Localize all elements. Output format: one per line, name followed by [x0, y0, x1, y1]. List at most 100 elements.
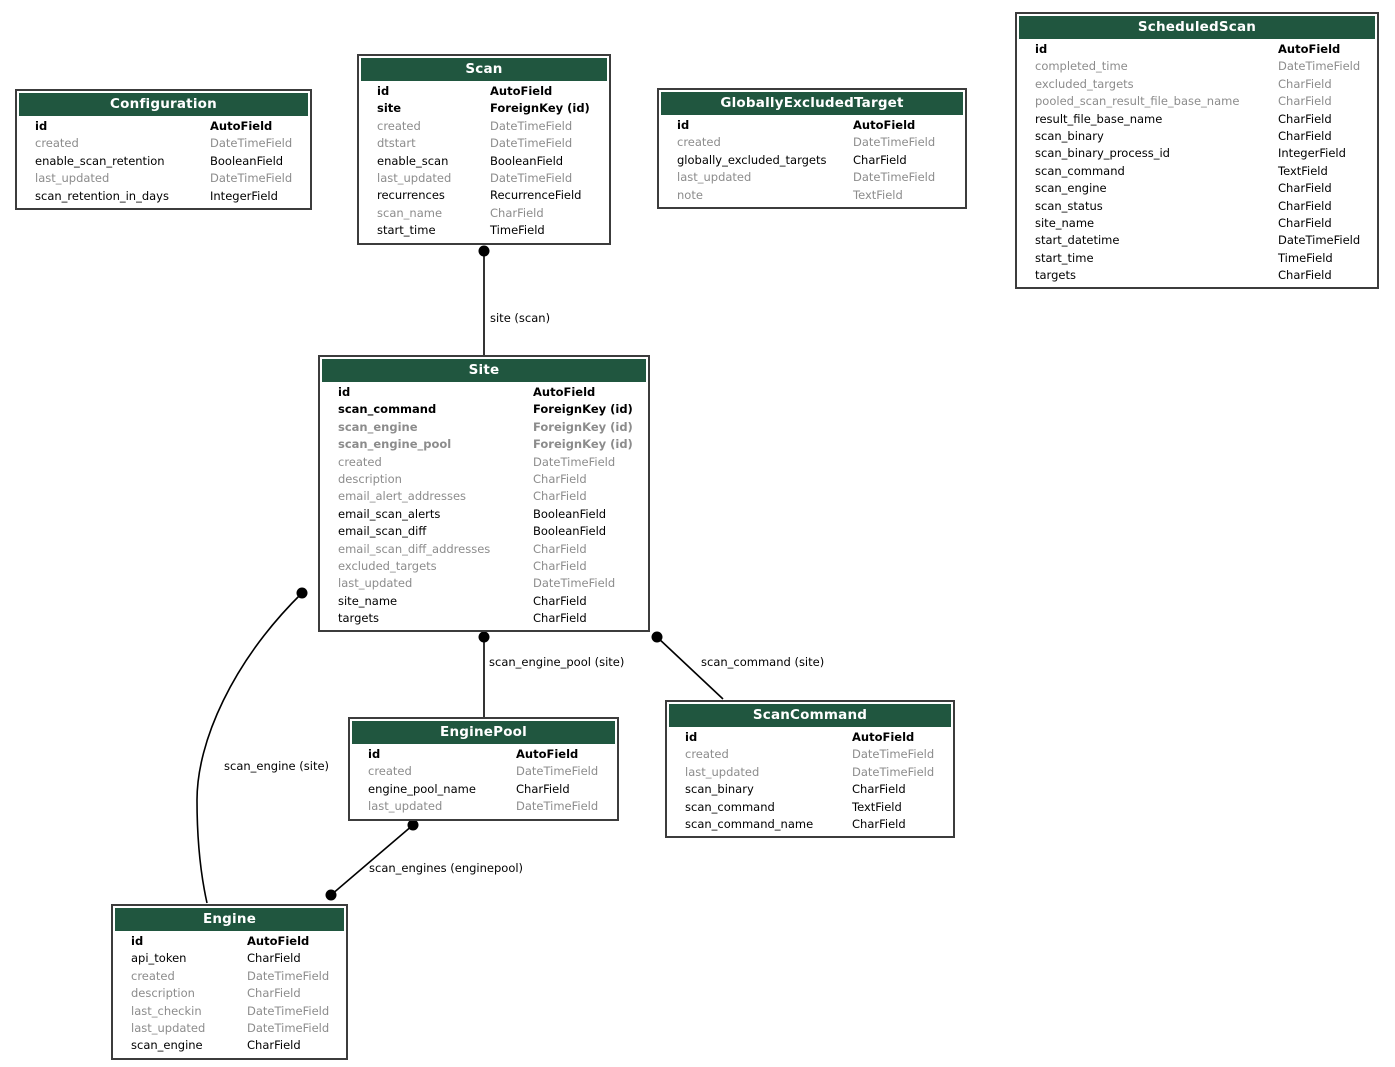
- field-row: dtstart DateTimeField: [361, 135, 607, 152]
- field-name: created: [685, 747, 729, 762]
- field-name: id: [131, 934, 144, 948]
- field-name: id: [338, 385, 351, 399]
- field-name: note: [677, 187, 703, 202]
- field-name: dtstart: [377, 136, 416, 151]
- field-name: id: [368, 747, 381, 761]
- table-title: Engine: [115, 908, 344, 931]
- field-type: AutoField: [852, 730, 915, 744]
- field-type: ForeignKey (id): [490, 101, 590, 116]
- field-name: engine_pool_name: [368, 781, 476, 796]
- field-row: scan_command ForeignKey (id): [322, 401, 646, 418]
- field-type: BooleanField: [533, 506, 607, 521]
- field-name: site_name: [338, 593, 398, 608]
- field-type: DateTimeField: [490, 136, 573, 151]
- field-type: CharField: [247, 986, 301, 1001]
- field-name: targets: [1035, 268, 1076, 283]
- field-name: excluded_targets: [338, 558, 437, 573]
- field-row: id AutoField: [352, 746, 615, 763]
- edge-label: site (scan): [490, 311, 550, 325]
- field-name: api_token: [131, 951, 187, 966]
- edge-site-scancommand: scan_command (site): [651, 631, 824, 700]
- edge-line: [330, 824, 414, 896]
- field-type: DateTimeField: [247, 968, 330, 983]
- table-title: ScanCommand: [669, 704, 951, 727]
- field-type: CharField: [490, 205, 544, 220]
- field-type: DateTimeField: [533, 576, 616, 591]
- edge-endpoint-dot: [478, 245, 490, 257]
- field-name: created: [338, 454, 382, 469]
- field-name: scan_command: [685, 799, 775, 814]
- field-name: globally_excluded_targets: [677, 152, 827, 167]
- field-name: scan_engine: [338, 419, 418, 434]
- field-name: created: [368, 764, 412, 779]
- field-name: last_updated: [368, 799, 443, 814]
- field-name: pooled_scan_result_file_base_name: [1035, 94, 1240, 109]
- field-type: CharField: [852, 782, 906, 797]
- field-type: AutoField: [1278, 42, 1341, 56]
- field-type: TimeField: [490, 223, 545, 238]
- field-name: scan_command: [1035, 163, 1125, 178]
- edge-label: scan_engine (site): [224, 759, 329, 773]
- edge-label: scan_command (site): [701, 655, 824, 669]
- field-name: created: [677, 135, 721, 150]
- field-row: created DateTimeField: [115, 968, 344, 985]
- field-name: scan_name: [377, 205, 443, 220]
- field-name: last_updated: [677, 170, 752, 185]
- field-type: DateTimeField: [853, 135, 936, 150]
- field-name: site: [377, 101, 402, 116]
- field-name: last_updated: [377, 170, 452, 185]
- field-type: DateTimeField: [247, 1003, 330, 1018]
- edge-scan-site: site (scan): [478, 245, 550, 356]
- field-type: IntegerField: [1278, 146, 1346, 161]
- field-type: RecurrenceField: [490, 188, 582, 203]
- field-name: created: [131, 968, 175, 983]
- field-type: AutoField: [533, 385, 596, 399]
- field-name: scan_engine: [131, 1038, 203, 1053]
- field-name: last_updated: [35, 171, 110, 186]
- field-type: DateTimeField: [1278, 59, 1361, 74]
- field-name: result_file_base_name: [1035, 111, 1163, 126]
- table-title: Scan: [361, 58, 607, 81]
- table-title: Site: [322, 359, 646, 382]
- field-type: ForeignKey (id): [533, 419, 633, 434]
- field-name: id: [685, 730, 698, 744]
- field-type: CharField: [533, 541, 587, 556]
- field-type: DateTimeField: [490, 118, 573, 133]
- field-type: AutoField: [516, 747, 579, 761]
- field-name: start_datetime: [1035, 233, 1120, 248]
- edge-site-engine: scan_engine (site): [196, 587, 329, 904]
- field-type: ForeignKey (id): [533, 402, 633, 417]
- edge-enginepool-engine: scan_engines (enginepool): [325, 819, 523, 901]
- field-type: AutoField: [490, 84, 553, 98]
- field-name: description: [338, 471, 402, 486]
- field-type: AutoField: [210, 119, 273, 133]
- field-name: scan_command: [338, 402, 437, 417]
- field-name: email_alert_addresses: [338, 489, 467, 504]
- field-name: scan_engine_pool: [338, 437, 452, 452]
- table-title: GloballyExcludedTarget: [661, 92, 963, 115]
